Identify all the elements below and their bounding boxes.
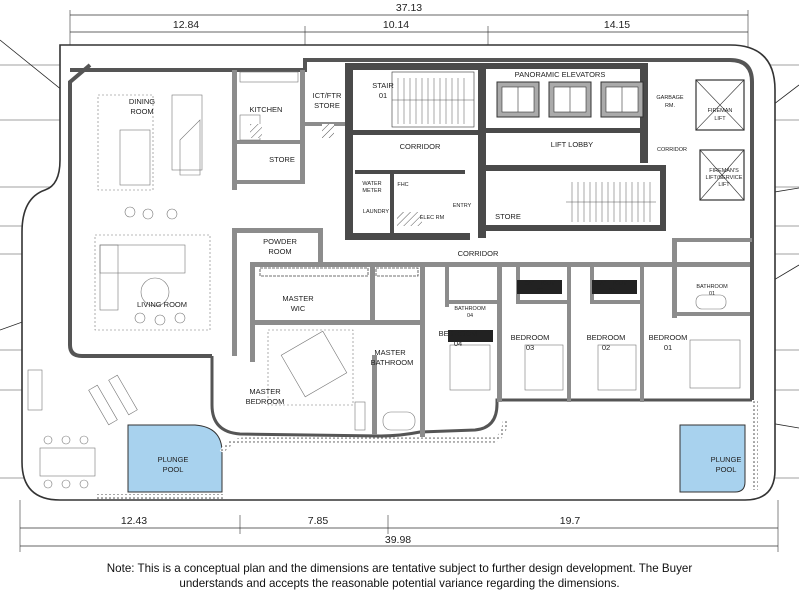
stair-01 (391, 71, 475, 128)
label-store-kitchen: STORE (269, 155, 295, 164)
label-corridor-right: CORRIDOR (657, 147, 687, 153)
dim-bottom-total: 39.98 (385, 534, 411, 546)
service-core (345, 63, 666, 240)
label-bathroom-02-2: 02 (609, 288, 615, 294)
envelope-wall-left (68, 63, 212, 358)
label-bedroom-02-1: BEDROOM (587, 333, 626, 342)
envelope-wall (70, 58, 754, 400)
label-ict-1: ICT/FTR (313, 91, 342, 100)
label-corridor-upper: CORRIDOR (400, 142, 441, 151)
dim-top-1: 12.84 (173, 19, 199, 31)
label-powder-2: ROOM (268, 247, 291, 256)
label-fireman-service-1: FIREMAN'S (709, 168, 739, 174)
dim-top-3: 14.15 (604, 19, 630, 31)
floor-plan: 37.13 12.84 10.14 14.15 12.43 7.85 19.7 … (0, 2, 799, 552)
shaft-hatch (250, 124, 262, 138)
label-bedroom-02-2: 02 (602, 343, 610, 352)
label-master-bath-2: BATHROOM (371, 358, 414, 367)
dim-bottom-3: 19.7 (560, 515, 581, 527)
slab-outline (21, 44, 776, 501)
shaft-hatch (322, 124, 334, 138)
label-store-core: STORE (495, 212, 521, 221)
label-fireman-service-3: LIFT (718, 182, 730, 188)
furniture (27, 71, 741, 489)
label-water-meter-2: METER (362, 188, 381, 194)
label-bedroom-03-2: 03 (526, 343, 534, 352)
note-line-2: understands and accepts the reasonable p… (179, 577, 620, 590)
plunge-pool-left (127, 424, 223, 493)
planter-strip-bottom (95, 494, 225, 499)
elec-hatch (397, 212, 422, 226)
label-bedroom-01-2: 01 (664, 343, 672, 352)
label-fireman-lift-1: FIREMAN (708, 108, 733, 114)
label-bedroom-04-2: 04 (454, 339, 462, 348)
label-entry: ENTRY (453, 203, 472, 209)
label-lift-lobby: LIFT LOBBY (551, 140, 593, 149)
label-bedroom-04-1: BEDROOM (439, 329, 478, 338)
label-master-wic-1: MASTER (282, 294, 314, 303)
label-garbage-2: RM. (665, 103, 676, 109)
dim-bottom-2: 7.85 (308, 515, 329, 527)
fireman-lift-box (695, 79, 745, 201)
label-dining-1: DINING (129, 97, 155, 106)
label-laundry: LAUNDRY (363, 209, 390, 215)
label-master-bed-1: MASTER (249, 387, 281, 396)
dim-top-2: 10.14 (383, 19, 409, 31)
curtain-wall-bottom (210, 356, 752, 438)
label-corridor-main: CORRIDOR (458, 249, 499, 258)
label-stair-1: STAIR (372, 81, 394, 90)
label-master-bed-2: BEDROOM (246, 397, 285, 406)
label-living: LIVING ROOM (137, 300, 187, 309)
label-plunge-left-1: PLUNGE (158, 455, 189, 464)
label-bathroom-01-1: BATHROOM (696, 284, 728, 290)
label-dining-2: ROOM (130, 107, 153, 116)
label-stair-2: 01 (379, 91, 387, 100)
disclaimer-note: Note: This is a conceptual plan and the … (0, 561, 799, 591)
label-bedroom-03-1: BEDROOM (511, 333, 550, 342)
label-bathroom-04-2: 04 (467, 313, 473, 319)
label-plunge-right-1: PLUNGE (711, 455, 742, 464)
label-plunge-left-2: POOL (163, 465, 184, 474)
label-bathroom-04-1: BATHROOM (454, 306, 486, 312)
label-fireman-service-2: LIFT/SERVICE (706, 175, 743, 181)
label-garbage-1: GARBAGE (656, 95, 684, 101)
plunge-pool-right (679, 424, 746, 493)
label-bathroom-01-2: 01 (709, 291, 715, 297)
dim-bottom-1: 12.43 (121, 515, 147, 527)
label-bathroom-02-1: BATHROOM (596, 281, 628, 287)
planter-strip (219, 419, 508, 454)
label-elec-rm: ELEC RM (420, 215, 445, 221)
label-bedroom-01-1: BEDROOM (649, 333, 688, 342)
interior-walls (232, 70, 752, 437)
label-water-meter-1: WATER (362, 181, 381, 187)
stair-02 (566, 182, 656, 222)
label-ict-2: STORE (314, 101, 340, 110)
panoramic-elevator-cars (496, 81, 644, 118)
label-fhc: FHC (397, 182, 408, 188)
label-bathroom-03-2: 03 (537, 288, 543, 294)
label-bathroom-03-1: BATHROOM (524, 281, 556, 287)
planter-strip-right (752, 400, 758, 490)
dim-top-total: 37.13 (396, 2, 422, 14)
label-master-bath-1: MASTER (374, 348, 406, 357)
label-master-wic-2: WIC (291, 304, 306, 313)
label-plunge-right-2: POOL (716, 465, 737, 474)
note-line-1: Note: This is a conceptual plan and the … (106, 562, 693, 575)
label-kitchen: KITCHEN (250, 105, 283, 114)
label-fireman-lift-2: LIFT (714, 116, 726, 122)
label-panoramic-elevators: PANORAMIC ELEVATORS (515, 70, 606, 79)
label-powder-1: POWDER (263, 237, 297, 246)
